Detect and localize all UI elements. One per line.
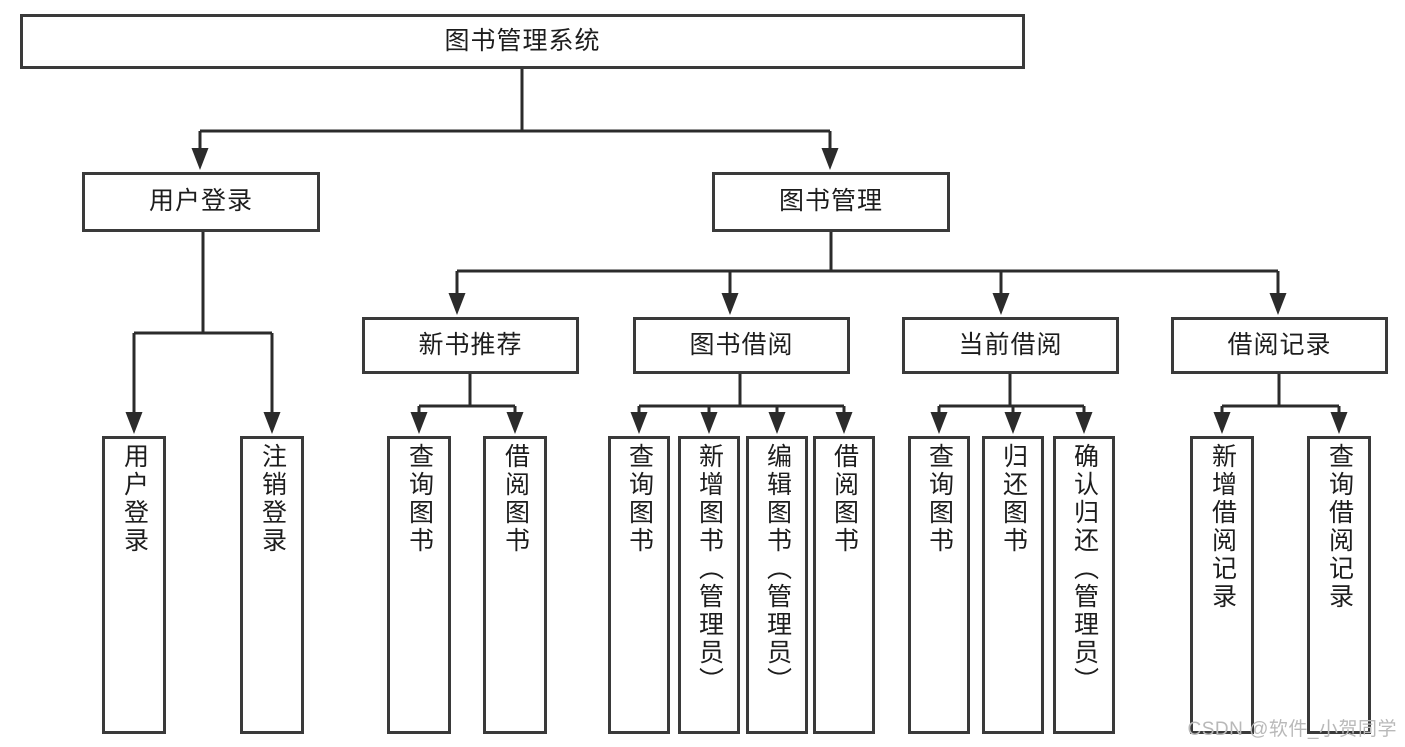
level3-node-new-book-recommend[interactable]: 新书推荐: [362, 317, 579, 374]
node-label: 查询图书: [405, 443, 434, 555]
connector-new-book-to-leaf2-head: [506, 412, 524, 434]
leaf-node-leaf-borrow-book-1[interactable]: 借阅图书: [483, 436, 547, 734]
leaf-node-leaf-add-book-admin[interactable]: 新增图书（管理员）: [678, 436, 740, 734]
connector-book-borrow-to-leaf4-head: [835, 412, 853, 434]
level2-node-user-login[interactable]: 用户登录: [82, 172, 320, 232]
level3-node-borrow-record[interactable]: 借阅记录: [1171, 317, 1388, 374]
leaf-node-leaf-confirm-return-admin[interactable]: 确认归还（管理员）: [1053, 436, 1115, 734]
level3-node-current-borrow[interactable]: 当前借阅: [902, 317, 1119, 374]
node-label: 新增图书（管理员）: [695, 443, 724, 695]
connector-bm-to-current-borrow-head: [992, 293, 1010, 315]
leaf-node-leaf-logout[interactable]: 注销登录: [240, 436, 304, 734]
node-label: 当前借阅: [958, 330, 1063, 359]
connector-root-to-book-management-head: [821, 148, 839, 170]
connector-bm-to-book-borrow-head: [721, 293, 739, 315]
connector-user-login-to-leaf1-head: [125, 412, 143, 434]
connector-borrow-record-to-leaf2-head: [1330, 412, 1348, 434]
node-label: 编辑图书（管理员）: [763, 443, 792, 695]
node-label: 注销登录: [258, 443, 287, 555]
node-label: 图书管理: [778, 187, 883, 216]
leaf-node-leaf-user-login[interactable]: 用户登录: [102, 436, 166, 734]
connector-borrow-record-to-leaf1-head: [1213, 412, 1231, 434]
connector-book-borrow-to-leaf1-head: [630, 412, 648, 434]
connector-user-login-to-leaf2-head: [263, 412, 281, 434]
node-label: 借阅图书: [501, 443, 530, 555]
node-label: 新增借阅记录: [1208, 443, 1237, 611]
connector-bm-to-new-book-head: [448, 293, 466, 315]
connector-bm-to-borrow-record-head: [1269, 293, 1287, 315]
node-label: 借阅图书: [830, 443, 859, 555]
node-label: 归还图书: [999, 443, 1028, 555]
node-label: 借阅记录: [1227, 330, 1332, 359]
connector-current-borrow-to-leaf1-head: [930, 412, 948, 434]
node-label: 图书管理系统: [444, 26, 601, 55]
node-label: 用户登录: [120, 443, 149, 555]
node-label: 查询借阅记录: [1325, 443, 1354, 611]
leaf-node-leaf-borrow-book-2[interactable]: 借阅图书: [813, 436, 875, 734]
leaf-node-leaf-add-borrow-record[interactable]: 新增借阅记录: [1190, 436, 1254, 734]
level3-node-book-borrow[interactable]: 图书借阅: [633, 317, 850, 374]
leaf-node-leaf-query-borrow-record[interactable]: 查询借阅记录: [1307, 436, 1371, 734]
csdn-watermark: CSDN @软件_小贺同学: [1187, 719, 1397, 740]
leaf-node-leaf-edit-book-admin[interactable]: 编辑图书（管理员）: [746, 436, 808, 734]
leaf-node-leaf-query-book-1[interactable]: 查询图书: [387, 436, 451, 734]
connector-current-borrow-to-leaf3-head: [1075, 412, 1093, 434]
leaf-node-leaf-query-book-3[interactable]: 查询图书: [908, 436, 970, 734]
connector-root-to-user-login-head: [191, 148, 209, 170]
node-label: 查询图书: [925, 443, 954, 555]
node-label: 图书借阅: [689, 330, 794, 359]
node-label: 查询图书: [625, 443, 654, 555]
connector-book-borrow-to-leaf3-head: [768, 412, 786, 434]
node-label: 新书推荐: [418, 330, 523, 359]
leaf-node-leaf-query-book-2[interactable]: 查询图书: [608, 436, 670, 734]
connector-current-borrow-to-leaf2-head: [1004, 412, 1022, 434]
node-label: 用户登录: [148, 187, 253, 216]
leaf-node-leaf-return-book[interactable]: 归还图书: [982, 436, 1044, 734]
connector-new-book-to-leaf1-head: [410, 412, 428, 434]
level2-node-book-management[interactable]: 图书管理: [712, 172, 950, 232]
node-label: 确认归还（管理员）: [1070, 443, 1099, 695]
root-node-root[interactable]: 图书管理系统: [20, 14, 1025, 69]
connector-book-borrow-to-leaf2-head: [700, 412, 718, 434]
